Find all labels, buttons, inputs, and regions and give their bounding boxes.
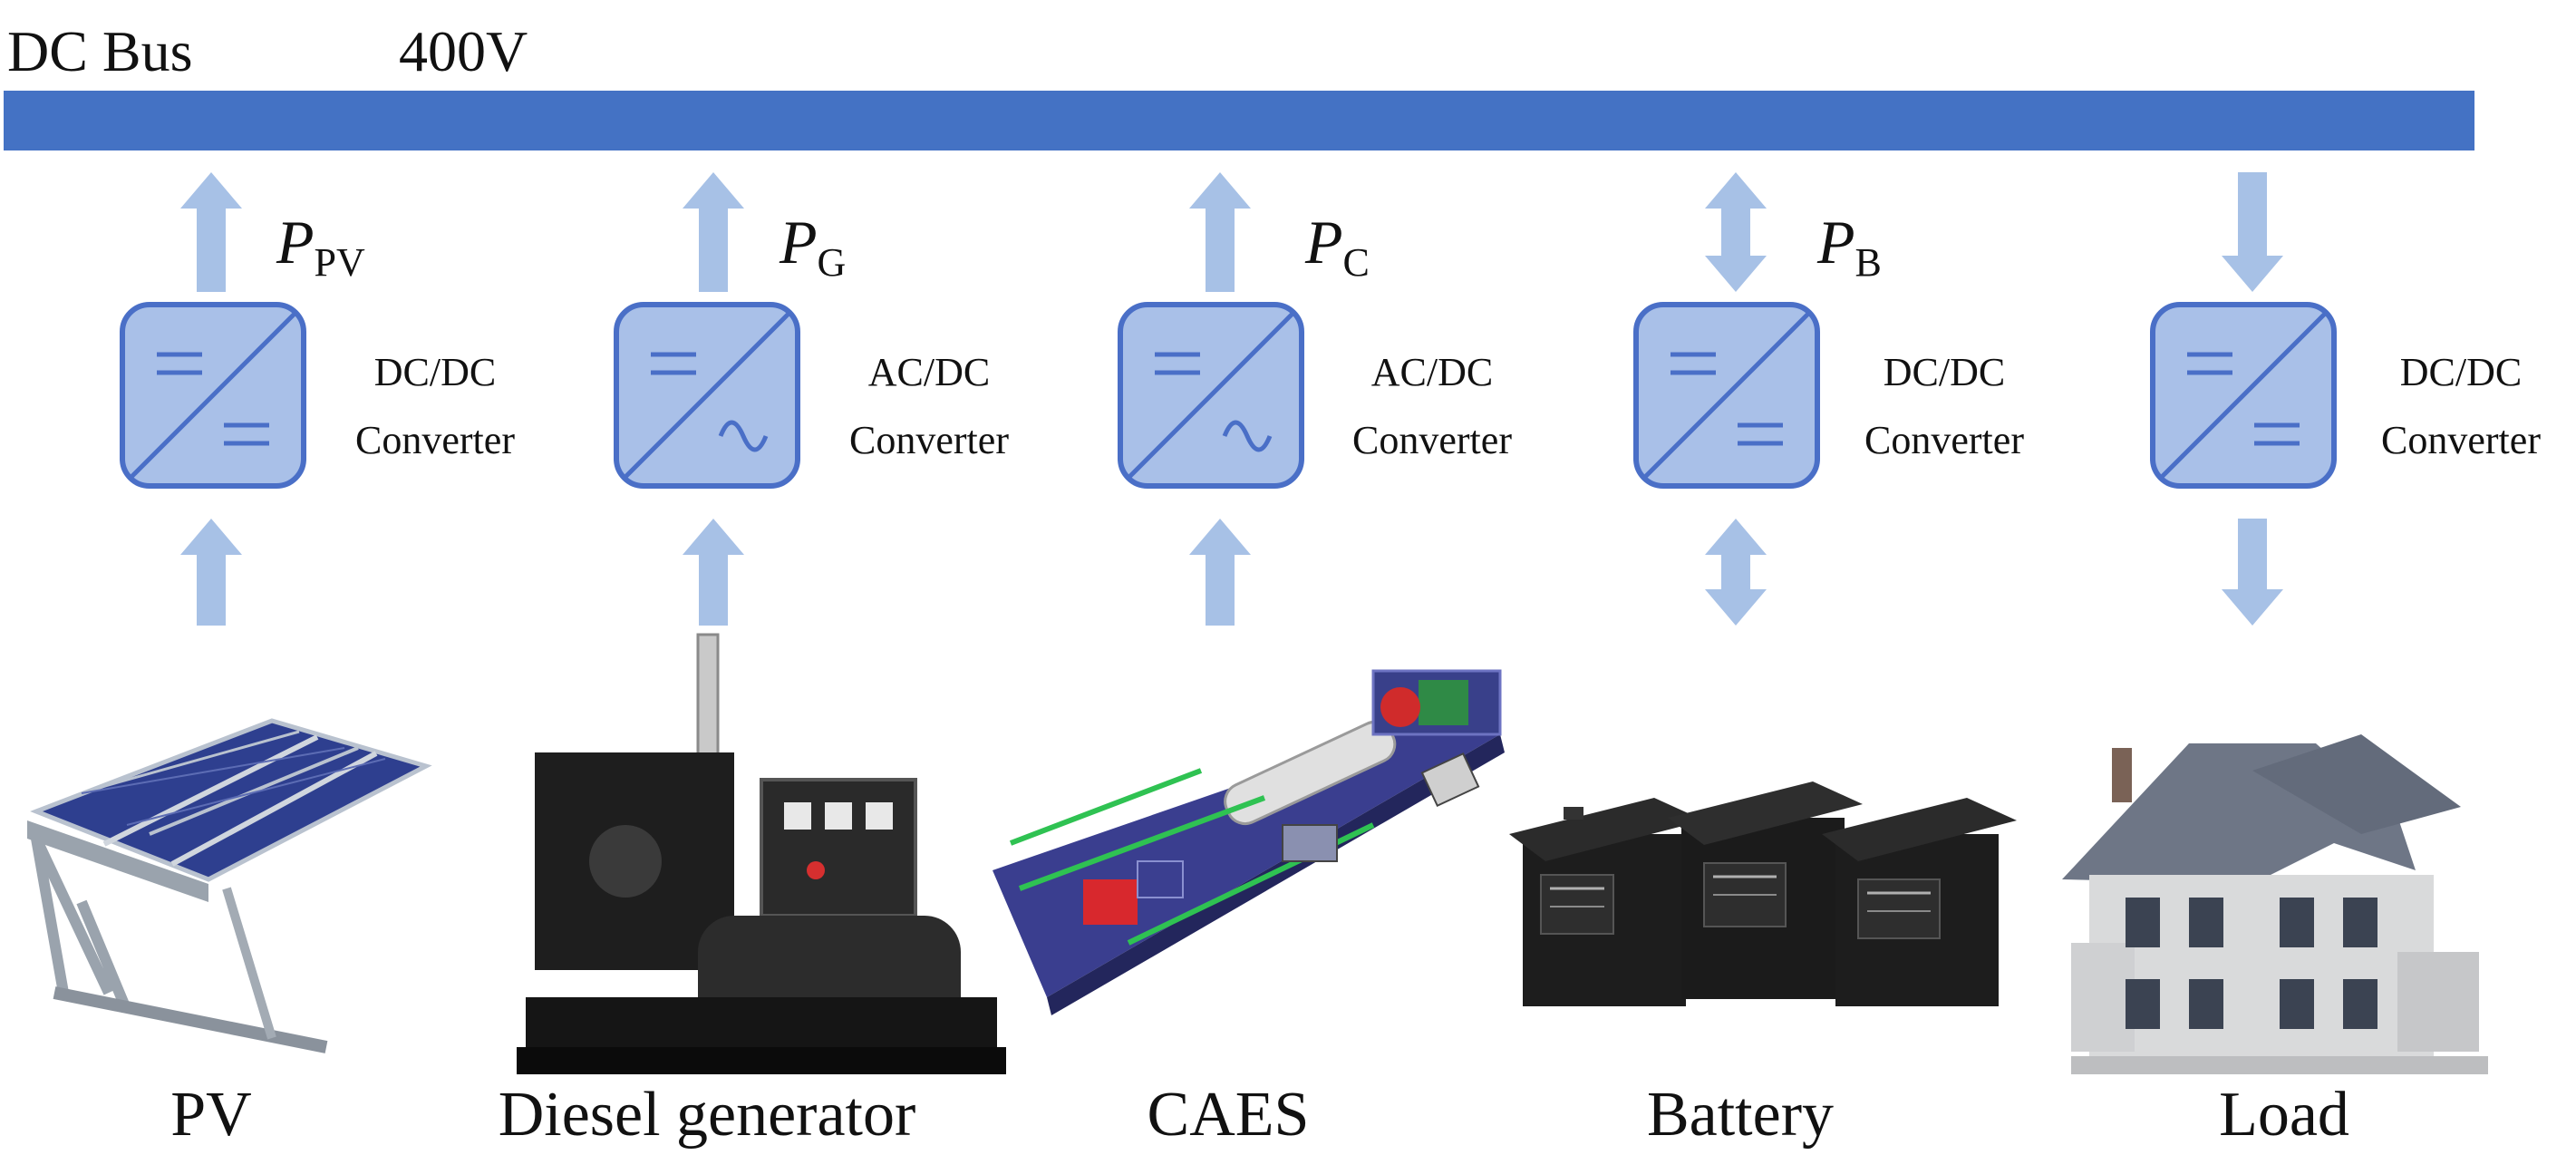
house-icon	[2062, 734, 2488, 1074]
diesel-generator-icon	[517, 633, 1006, 1074]
power-label-caes: PC	[1304, 208, 1370, 285]
converter-diagonal	[624, 312, 790, 479]
bus-arrow-pv	[180, 172, 242, 292]
power-label-generator: PG	[779, 208, 846, 285]
converter-diagonal	[130, 312, 296, 479]
battery-icon	[1509, 781, 2017, 1006]
device-arrow-load	[2222, 519, 2283, 626]
power-label-pv: PPV	[276, 208, 365, 285]
converter-label-load-line1: DC/DC	[2400, 350, 2522, 394]
dc-bus-voltage: 400V	[399, 19, 528, 83]
device-arrow-caes	[1189, 519, 1251, 626]
flow-arrow-shape	[2222, 172, 2283, 292]
caes-plant-icon	[993, 669, 1505, 1015]
flow-arrow-shape	[683, 172, 744, 292]
converter-label-battery-line2: Converter	[1864, 418, 2024, 462]
converter-label-battery-line1: DC/DC	[1884, 350, 2005, 394]
converter-pv	[120, 302, 306, 489]
device-label-generator: Diesel generator	[499, 1080, 916, 1150]
power-label-battery: PB	[1816, 208, 1882, 285]
ac-symbol-output	[1222, 420, 1273, 452]
converter-generator	[614, 302, 800, 489]
device-label-load: Load	[2219, 1080, 2349, 1150]
converter-battery	[1633, 302, 1820, 489]
dc-bus-label: DC Bus	[7, 19, 193, 83]
converter-label-pv-line2: Converter	[355, 418, 515, 462]
device-arrow-pv	[180, 519, 242, 626]
converter-label-caes-line1: AC/DC	[1371, 350, 1493, 394]
ac-symbol-output	[718, 420, 769, 452]
flow-arrow-shape	[1705, 172, 1767, 292]
converter-label-caes-line2: Converter	[1352, 418, 1512, 462]
channel-generator: PG AC/DC Converter Diesel generator	[499, 172, 1009, 1150]
converter-diagonal	[2160, 312, 2327, 479]
device-arrow-battery	[1705, 519, 1767, 626]
device-label-pv: PV	[170, 1080, 251, 1150]
flow-arrow-shape	[180, 172, 242, 292]
flow-arrow-shape	[180, 519, 242, 626]
flow-arrow-shape	[1705, 519, 1767, 626]
converter-caes	[1118, 302, 1304, 489]
channel-load: DC/DC Converter Load	[2062, 172, 2541, 1150]
converter-load	[2150, 302, 2337, 489]
converter-label-generator-line2: Converter	[849, 418, 1009, 462]
flow-arrow-shape	[683, 519, 744, 626]
bus-arrow-load	[2222, 172, 2283, 292]
channel-battery: PB DC/DC Converter	[1509, 172, 2024, 1150]
bus-arrow-caes	[1189, 172, 1251, 292]
flow-arrow-shape	[2222, 519, 2283, 626]
device-label-battery: Battery	[1647, 1080, 1834, 1150]
converter-diagonal	[1643, 312, 1810, 479]
converter-label-generator-line1: AC/DC	[868, 350, 990, 394]
channel-pv: PPV DC/DC Converter PV	[27, 172, 515, 1150]
flow-arrow-shape	[1189, 519, 1251, 626]
converter-label-load-line2: Converter	[2381, 418, 2541, 462]
converter-label-pv-line1: DC/DC	[374, 350, 496, 394]
bus-arrow-battery	[1705, 172, 1767, 292]
dc-bus-bar	[4, 91, 2474, 150]
flow-arrow-shape	[1189, 172, 1251, 292]
device-label-caes: CAES	[1148, 1080, 1310, 1150]
solar-panel-icon	[27, 718, 432, 1053]
bus-arrow-generator	[683, 172, 744, 292]
channel-caes: PC AC/DC Converter CAES	[993, 172, 1512, 1150]
converter-diagonal	[1128, 312, 1294, 479]
device-arrow-generator	[683, 519, 744, 626]
